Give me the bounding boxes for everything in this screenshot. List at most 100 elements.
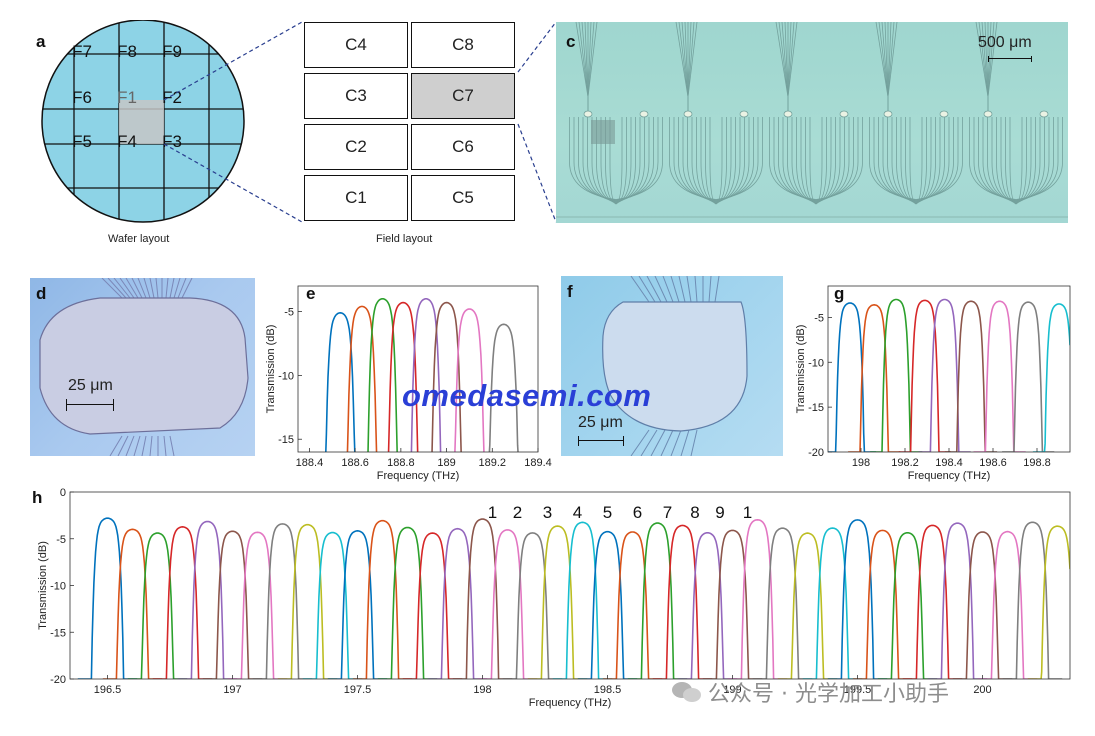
scalebar-d-label: 25 μm xyxy=(68,377,113,394)
y-tick-label: -10 xyxy=(808,357,824,369)
channel-label: 4 xyxy=(573,503,582,522)
panel-label-g: g xyxy=(834,284,845,303)
x-tick-label: 198 xyxy=(473,684,491,696)
series-line-6 xyxy=(431,301,462,452)
x-tick-label: 198.2 xyxy=(891,457,919,469)
x-tick-label: 188.4 xyxy=(296,457,324,469)
series-line-5 xyxy=(918,298,971,452)
field-cell-c2: C2 xyxy=(304,124,408,170)
series-line-26 xyxy=(702,529,763,679)
channel-label: 7 xyxy=(663,503,672,522)
x-axis-label: Frequency (THz) xyxy=(529,697,612,709)
channel-label: 1 xyxy=(743,503,752,522)
x-tick-label: 199.5 xyxy=(844,684,872,696)
x-tick-label: 189 xyxy=(437,457,455,469)
watermark-text: omedasemi.com xyxy=(402,378,652,413)
x-tick-label: 200 xyxy=(973,684,991,696)
field-cell-c6: C6 xyxy=(411,124,515,170)
y-tick-label: -10 xyxy=(278,370,294,382)
field-cell-c1: C1 xyxy=(304,175,408,221)
scalebar-f xyxy=(578,436,624,446)
panel-label-f: f xyxy=(567,282,573,301)
scalebar-f-label: 25 μm xyxy=(578,414,623,431)
x-tick-label: 188.6 xyxy=(341,457,369,469)
series-line-32 xyxy=(852,529,913,679)
series-line-8 xyxy=(1002,301,1055,452)
series-line-35 xyxy=(927,522,988,679)
series-line-2 xyxy=(102,528,163,679)
series-line-3 xyxy=(870,298,923,452)
x-tick-label: 189.2 xyxy=(479,457,507,469)
series-line-3 xyxy=(127,532,188,679)
y-tick-label: -15 xyxy=(278,434,294,446)
y-tick-label: -5 xyxy=(56,534,66,546)
series-line-8 xyxy=(488,323,519,452)
wechat-watermark: 公众号 · 光学加工小助手 xyxy=(672,676,949,708)
scalebar-c xyxy=(988,56,1032,62)
series-line-5 xyxy=(410,297,442,452)
series-line-38 xyxy=(1002,521,1063,679)
x-tick-label: 198.4 xyxy=(935,457,963,469)
panel-label-h: h xyxy=(32,488,43,507)
series-line-7 xyxy=(227,531,288,679)
scalebar-c-label: 500 μm xyxy=(978,34,1032,51)
wafer-cell-f4: F4 xyxy=(117,132,137,151)
series-line-19 xyxy=(527,525,588,679)
y-tick-label: -5 xyxy=(814,312,824,324)
scalebar-d xyxy=(66,399,114,411)
wafer-cell-f1: F1 xyxy=(117,88,137,107)
y-tick-label: -5 xyxy=(284,307,294,319)
wechat-watermark-text: 公众号 · 光学加工小助手 xyxy=(708,682,949,707)
x-tick-label: 189.4 xyxy=(524,457,552,469)
wafer-cell-f6: F6 xyxy=(72,88,92,107)
series-line-25 xyxy=(677,531,738,679)
series-line-22 xyxy=(602,531,663,679)
series-line-2 xyxy=(346,305,378,452)
series-line-6 xyxy=(944,300,998,452)
series-line-4 xyxy=(387,301,419,452)
x-tick-label: 197.5 xyxy=(344,684,372,696)
series-line-23 xyxy=(627,522,688,679)
x-tick-label: 188.8 xyxy=(387,457,415,469)
x-axis-label: Frequency (THz) xyxy=(377,470,460,482)
panel-label-d: d xyxy=(36,284,47,303)
series-line-1 xyxy=(325,311,356,452)
series-line-6 xyxy=(202,530,263,679)
series-line-37 xyxy=(977,530,1038,679)
series-line-30 xyxy=(802,527,863,679)
series-line-20 xyxy=(552,521,613,679)
series-line-7 xyxy=(973,300,1026,452)
series-line-9 xyxy=(277,523,338,679)
series-line-13 xyxy=(377,526,438,679)
series-line-34 xyxy=(902,524,963,679)
series-line-2 xyxy=(848,303,901,452)
series-group xyxy=(828,298,1070,452)
y-tick-label: -20 xyxy=(50,674,66,686)
x-axis-label: Frequency (THz) xyxy=(908,470,991,482)
y-tick-label: 0 xyxy=(60,487,66,499)
series-line-14 xyxy=(402,532,463,679)
series-group xyxy=(325,297,519,452)
chip-waveguide-drawing xyxy=(556,22,1068,218)
x-tick-label: 196.5 xyxy=(94,684,122,696)
y-tick-label: -15 xyxy=(50,627,66,639)
series-line-5 xyxy=(177,520,238,679)
series-line-29 xyxy=(777,532,838,679)
plot-frame xyxy=(297,285,539,453)
wafer-cell-f5: F5 xyxy=(72,132,92,151)
field-cell-c5: C5 xyxy=(411,175,515,221)
channel-label: 8 xyxy=(690,503,699,522)
series-line-36 xyxy=(952,531,1013,679)
wafer-cell-f8: F8 xyxy=(117,42,137,61)
x-tick-label: 198.8 xyxy=(1023,457,1051,469)
x-tick-label: 198.5 xyxy=(594,684,622,696)
wechat-icon xyxy=(672,680,702,704)
series-line-7 xyxy=(454,308,485,452)
wafer-cell-f7: F7 xyxy=(72,42,92,61)
series-line-18 xyxy=(502,532,563,679)
y-tick-label: -10 xyxy=(50,581,66,593)
coupler-micrograph-d xyxy=(30,278,255,456)
field-cell-c3: C3 xyxy=(304,73,408,119)
